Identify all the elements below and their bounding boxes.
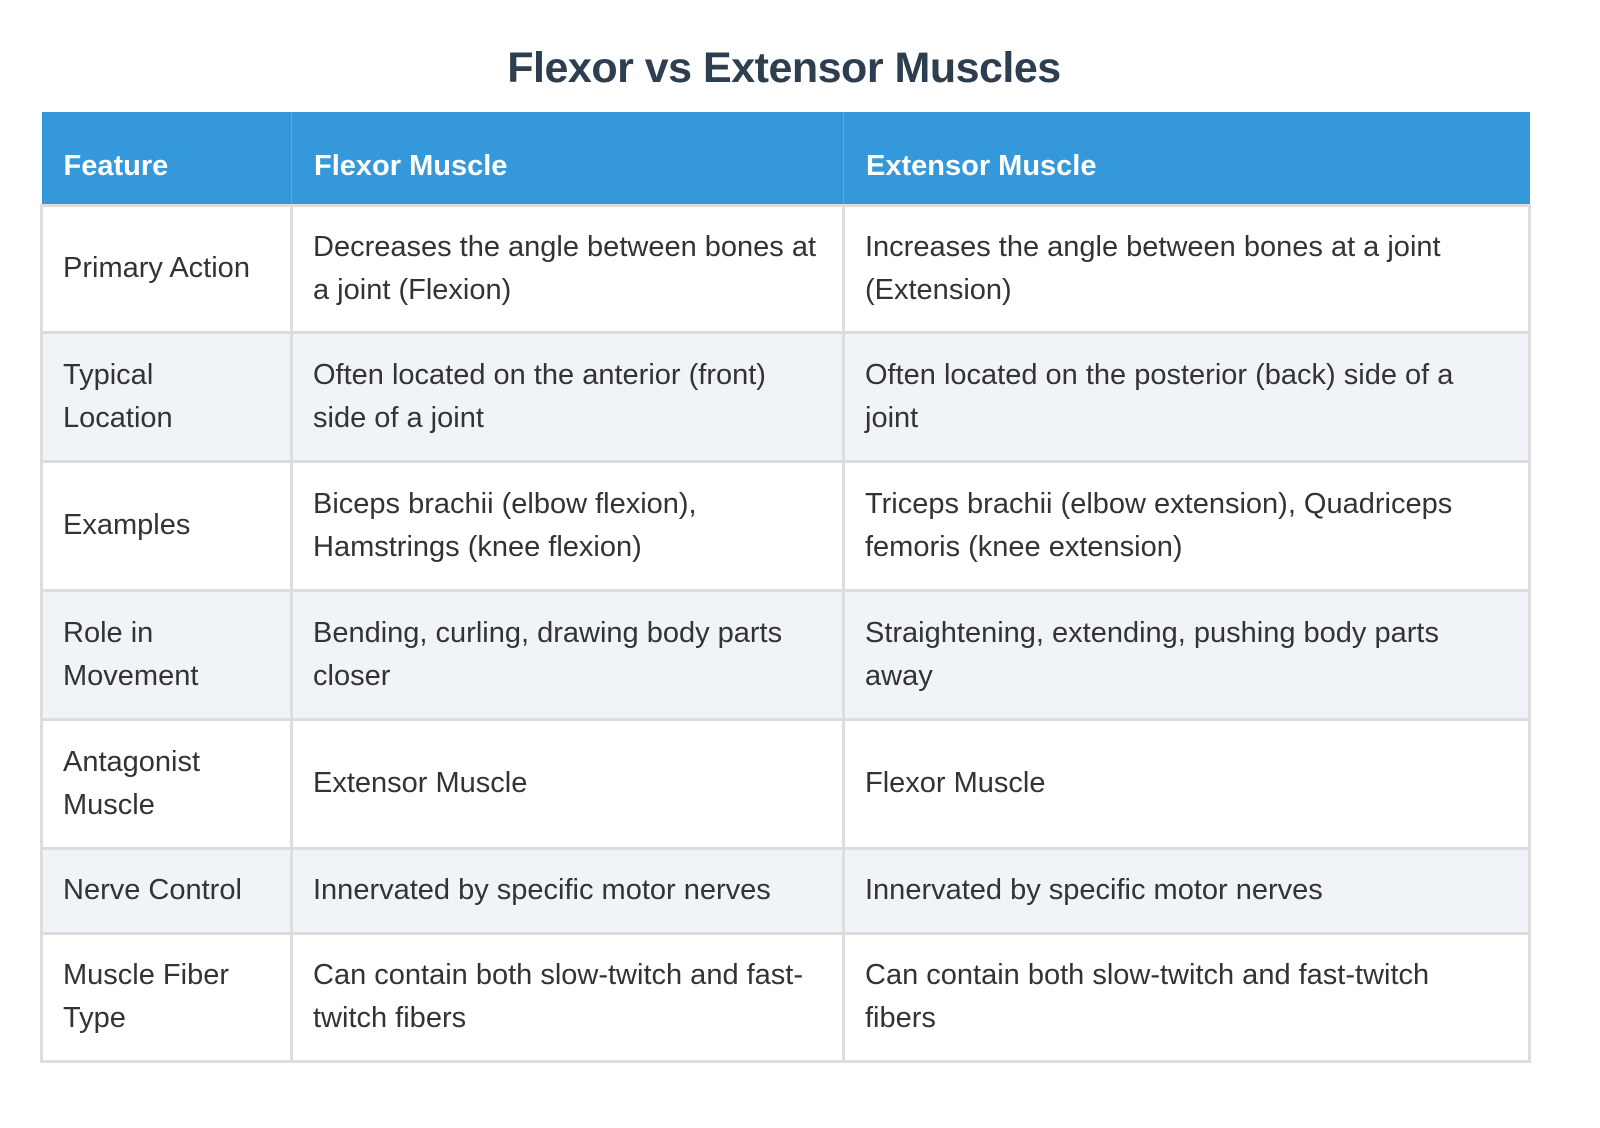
extensor-cell: Triceps brachii (elbow extension), Quadr… [842,459,1531,592]
extensor-cell: Innervated by specific motor nerves [842,846,1531,935]
flexor-cell: Innervated by specific motor nerves [290,846,845,935]
feature-cell: Antagonist Muscle [40,717,293,850]
feature-cell: Primary Action [40,203,293,334]
extensor-cell: Increases the angle between bones at a j… [842,203,1531,334]
feature-cell: Typical Location [40,330,293,463]
flexor-cell: Extensor Muscle [290,717,845,850]
header-flexor: Flexor Muscle [291,112,844,205]
comparison-table: Feature Flexor Muscle Extensor Muscle Pr… [40,112,1531,1063]
table-row: Examples Biceps brachii (elbow flexion),… [40,459,1531,592]
feature-cell: Muscle Fiber Type [40,931,293,1063]
feature-cell: Nerve Control [40,846,293,935]
extensor-cell: Straightening, extending, pushing body p… [842,588,1531,721]
table-row: Role in Movement Bending, curling, drawi… [40,588,1531,721]
flexor-cell: Can contain both slow-twitch and fast-tw… [290,931,845,1063]
table-row: Nerve Control Innervated by specific mot… [40,846,1531,935]
table-row: Primary Action Decreases the angle betwe… [40,203,1531,334]
extensor-cell: Often located on the posterior (back) si… [842,330,1531,463]
header-row: Feature Flexor Muscle Extensor Muscle [41,112,1530,205]
extensor-cell: Can contain both slow-twitch and fast-tw… [842,931,1531,1063]
header-feature: Feature [41,112,292,205]
page-title: Flexor vs Extensor Muscles [507,44,1061,92]
flexor-cell: Bending, curling, drawing body parts clo… [290,588,845,721]
table-row: Typical Location Often located on the an… [40,330,1531,463]
table-row: Antagonist Muscle Extensor Muscle Flexor… [40,717,1531,850]
header-extensor: Extensor Muscle [843,112,1530,205]
extensor-cell: Flexor Muscle [842,717,1531,850]
flexor-cell: Decreases the angle between bones at a j… [290,203,845,334]
flexor-cell: Biceps brachii (elbow flexion), Hamstrin… [290,459,845,592]
table-row: Muscle Fiber Type Can contain both slow-… [40,931,1531,1063]
feature-cell: Examples [40,459,293,592]
feature-cell: Role in Movement [40,588,293,721]
flexor-cell: Often located on the anterior (front) si… [290,330,845,463]
